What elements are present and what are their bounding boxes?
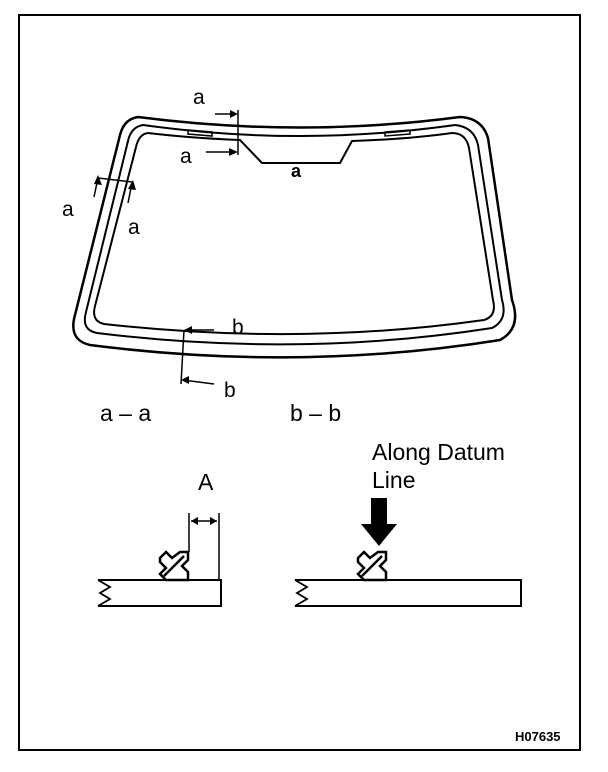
label-a-mid: a bbox=[180, 145, 192, 168]
arrowhead-a-top bbox=[230, 110, 238, 118]
figure-frame bbox=[18, 14, 581, 751]
molding-profile-bb bbox=[356, 550, 388, 582]
windshield-inner bbox=[83, 123, 505, 346]
label-a-left: a bbox=[62, 198, 74, 221]
glass-edge bbox=[93, 131, 495, 336]
section-title-aa: a – a bbox=[100, 400, 151, 426]
label-a-left-lower: a bbox=[128, 216, 140, 239]
molding-profile-aa bbox=[158, 550, 190, 582]
top-tab-right bbox=[384, 129, 411, 137]
datum-label-line2: Line bbox=[372, 467, 415, 493]
section-a-left-line bbox=[97, 177, 133, 183]
arrowhead-b-lower bbox=[181, 376, 189, 384]
dimension-arrow-left bbox=[191, 517, 198, 525]
arrowhead-a-mid bbox=[229, 148, 238, 156]
arrowhead-a-left-lower bbox=[128, 180, 136, 190]
label-b-upper: b bbox=[232, 316, 244, 339]
glass-edge-bb bbox=[294, 579, 522, 607]
section-title-bb: b – b bbox=[290, 400, 341, 426]
arrowhead-a-left bbox=[94, 175, 102, 185]
label-b-lower: b bbox=[224, 379, 236, 402]
arrowhead-b-upper bbox=[184, 326, 192, 334]
glass-edge-aa bbox=[97, 579, 222, 607]
label-a-top: a bbox=[193, 86, 205, 109]
dimension-arrow-right bbox=[210, 517, 217, 525]
datum-arrow bbox=[361, 498, 397, 546]
windshield-outer bbox=[72, 115, 517, 359]
label-glass-marker: a bbox=[291, 161, 302, 181]
datum-label-line1: Along Datum bbox=[372, 439, 505, 465]
top-tab-left bbox=[187, 129, 213, 137]
figure-id: H07635 bbox=[515, 729, 561, 744]
section-b-line bbox=[180, 329, 185, 385]
dimension-label-A: A bbox=[198, 469, 214, 495]
